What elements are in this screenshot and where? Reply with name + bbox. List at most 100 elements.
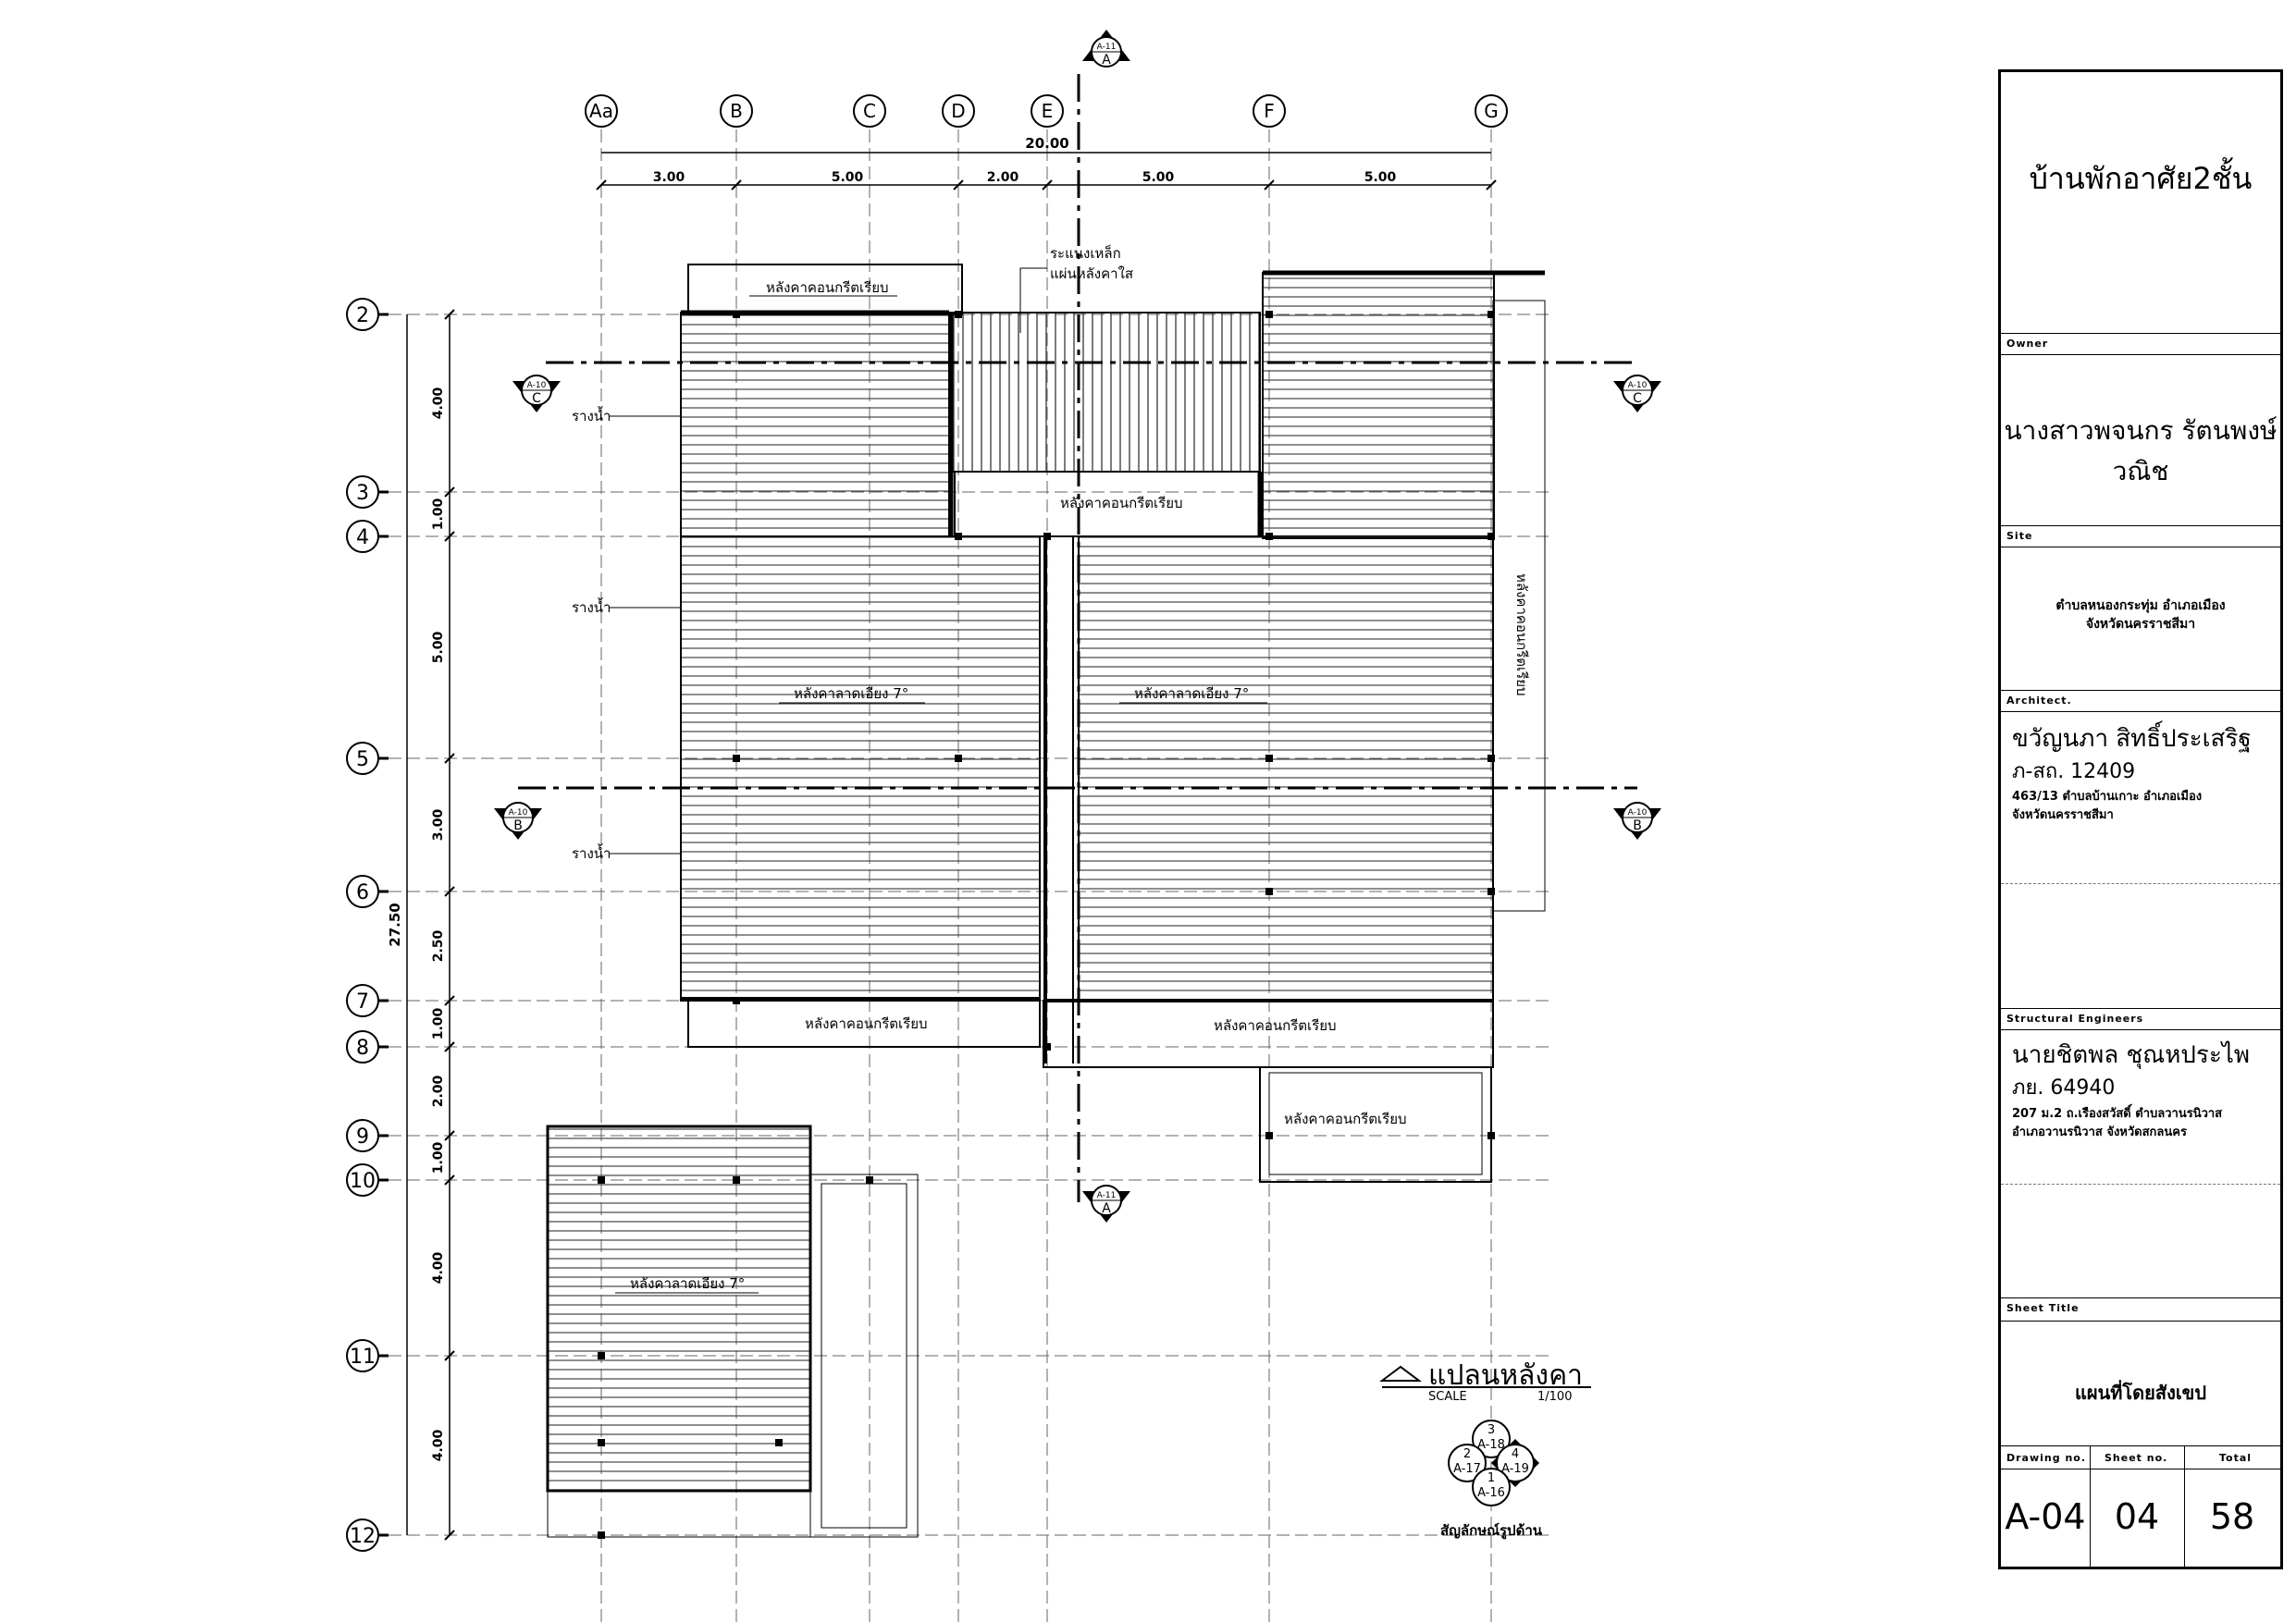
svg-text:A-10: A-10 <box>1628 381 1648 390</box>
column-mark-13 <box>1487 888 1495 895</box>
column-mark-11 <box>1487 755 1495 762</box>
total-label: Total <box>2219 1452 2253 1464</box>
overhang-right <box>1492 300 1546 912</box>
dim-row-4: 2.50 <box>431 929 446 962</box>
column-mark-2 <box>1265 311 1273 318</box>
dim-bay-0: 3.00 <box>653 170 685 185</box>
plan-title: แปลนหลังคา <box>1428 1359 1583 1392</box>
svg-text:1: 1 <box>1487 1471 1495 1485</box>
section-marker-C: A-10C <box>1613 375 1661 412</box>
svg-text:A-18: A-18 <box>1477 1438 1505 1452</box>
dim-row-9: 4.00 <box>431 1429 446 1461</box>
column-mark-20 <box>866 1176 873 1184</box>
architect-address-1: 463/13 ตำบลบ้านเกาะ อำเภอเมือง <box>2012 790 2203 804</box>
note-flat-roof-6: หลังคาคอนกรีตเรียบ <box>1513 573 1530 696</box>
sheet-no-label: Sheet no. <box>2105 1452 2168 1464</box>
svg-text:A-11: A-11 <box>1097 1191 1117 1200</box>
section-cut-lines <box>518 74 1637 1202</box>
sheet-number: 04 <box>2114 1496 2160 1537</box>
engineer-label: Structural Engineers <box>2006 1013 2144 1025</box>
column-mark-10 <box>1265 755 1273 762</box>
note-rain-gutter-3: รางน้ำ <box>572 843 611 862</box>
elevation-key-top <box>1472 1420 1511 1458</box>
dim-bay-2: 2.00 <box>987 170 1019 185</box>
dim-bay-1: 5.00 <box>832 170 864 185</box>
svg-text:B: B <box>730 100 743 122</box>
scale-label: SCALE <box>1428 1390 1467 1404</box>
upper-right-roof <box>1262 272 1495 539</box>
column-mark-8 <box>733 755 740 762</box>
svg-text:A-19: A-19 <box>1501 1462 1529 1476</box>
dim-row-6: 2.00 <box>431 1075 446 1107</box>
architect-license: ภ-สถ. 12409 <box>2012 760 2136 783</box>
walkway-lower-inner <box>821 1183 907 1529</box>
upper-left-roof <box>680 312 950 537</box>
svg-text:12: 12 <box>350 1525 376 1548</box>
drawing-number: A-04 <box>2005 1496 2086 1537</box>
column-mark-18 <box>598 1176 605 1184</box>
site-line2: จังหวัดนครราชสีมา <box>2085 617 2196 632</box>
note-rain-gutter-2: รางน้ำ <box>572 597 611 616</box>
elevation-key-bottom <box>1472 1468 1511 1506</box>
flat-roof-right-bottom <box>1043 1000 1494 1068</box>
note-translucent-sheet: แผ่นหลังคาใส <box>1050 265 1133 282</box>
svg-text:A-16: A-16 <box>1477 1486 1505 1500</box>
column-mark-12 <box>1265 888 1273 895</box>
column-mark-19 <box>733 1176 740 1184</box>
dim-row-1: 1.00 <box>431 498 446 530</box>
svg-text:A-10: A-10 <box>1628 808 1648 818</box>
svg-text:6: 6 <box>356 881 369 904</box>
main-sloped-roof-left <box>680 535 1041 1002</box>
note-flat-roof-2: หลังคาคอนกรีตเรียบ <box>1060 495 1183 511</box>
column-mark-0 <box>733 311 740 318</box>
note-flat-roof-4: หลังคาคอนกรีตเรียบ <box>1214 1017 1337 1034</box>
column-mark-24 <box>598 1439 605 1446</box>
grid-bubble-col-D <box>942 94 975 128</box>
owner-name: นางสาวพจนกร รัตนพงษ์วณิช <box>2004 415 2277 486</box>
svg-text:3: 3 <box>1487 1423 1495 1437</box>
svg-text:5: 5 <box>356 748 369 771</box>
svg-text:A: A <box>1102 1201 1111 1216</box>
total-sheets: 58 <box>2209 1496 2255 1537</box>
svg-text:A-10: A-10 <box>527 381 547 390</box>
walkway-lower <box>809 1174 919 1538</box>
plan-title-block: แปลนหลังคา SCALE 1/100 <box>1379 1359 1591 1404</box>
annotations: ระแนงเหล็ก แผ่นหลังคาใส หลังคาคอนกรีตเรี… <box>572 244 1530 1294</box>
svg-text:4: 4 <box>1512 1447 1519 1461</box>
section-marker-B: A-10B <box>494 802 542 840</box>
dim-total-depth: 27.50 <box>387 903 403 946</box>
elevation-key: 3 A-18 2 A-17 4 A-19 1 A-16 สัญลักษณ์รูป… <box>1440 1420 1543 1540</box>
column-mark-4 <box>955 533 962 540</box>
column-mark-22 <box>598 1531 605 1539</box>
main-sloped-roof-right <box>1078 535 1494 1002</box>
architect-label: Architect. <box>2006 695 2072 707</box>
drawing-no-label: Drawing no. <box>2006 1452 2087 1464</box>
flat-roof-outlines <box>547 264 1546 1538</box>
elevation-key-left <box>1448 1444 1487 1482</box>
note-sloped-roof-1: หลังคาลาดเอียง 7° <box>794 685 908 702</box>
svg-text:10: 10 <box>350 1170 376 1193</box>
column-mark-5 <box>1043 533 1051 540</box>
engineer-name: นายชิตพล ชุณหประไพ <box>2012 1041 2251 1069</box>
engineer-address-1: 207 ม.2 ถ.เรืองสวัสดิ์ ตำบลวานรนิวาส <box>2012 1107 2223 1121</box>
svg-text:D: D <box>951 100 965 122</box>
svg-text:8: 8 <box>356 1037 369 1060</box>
dim-bay-3: 5.00 <box>1142 170 1175 185</box>
svg-text:C: C <box>1633 391 1642 406</box>
elevation-key-caption: สัญลักษณ์รูปด้าน <box>1440 1522 1543 1540</box>
column-mark-7 <box>1487 533 1495 540</box>
scale-value: 1/100 <box>1537 1390 1572 1404</box>
dim-row-7: 1.00 <box>431 1141 446 1174</box>
dim-row-8: 4.00 <box>431 1251 446 1284</box>
column-mark-23 <box>775 1439 783 1446</box>
svg-text:A-10: A-10 <box>509 808 528 818</box>
grid-bubble-col-F <box>1253 94 1286 128</box>
column-mark-3 <box>1487 311 1495 318</box>
section-marker-A: A-11A <box>1082 1185 1130 1223</box>
engineer-address-2: อำเภอวานรนิวาส จังหวัดสกลนคร <box>2012 1125 2187 1139</box>
svg-text:C: C <box>532 391 541 406</box>
grid-bubble-col-B <box>720 94 753 128</box>
svg-text:2: 2 <box>1463 1447 1471 1461</box>
